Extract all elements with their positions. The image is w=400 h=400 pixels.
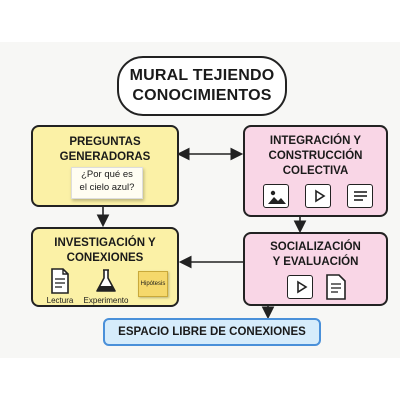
integracion-title-line-2: CONSTRUCCIÓN	[268, 150, 363, 162]
espacio-libre-conexiones: ESPACIO LIBRE DE CONEXIONES	[103, 318, 321, 346]
card-preguntas-generadoras: PREGUNTAS GENERADORAS ¿Por qué es el cie…	[31, 125, 179, 207]
experimento-label: Experimento	[83, 296, 129, 305]
preguntas-title-line-1: PREGUNTAS	[69, 136, 141, 148]
play-icon	[287, 275, 313, 299]
play-icon	[305, 184, 331, 208]
investigacion-title-line-2: CONEXIONES	[66, 252, 144, 264]
integracion-title-line-1: INTEGRACIÓN Y	[269, 135, 362, 147]
image-icon	[263, 184, 289, 208]
question-note: ¿Por qué es el cielo azul?	[71, 167, 143, 199]
question-note-line-2: el cielo azul?	[79, 182, 135, 193]
hipotesis-label: Hipótesis	[140, 281, 166, 287]
question-note-line-1: ¿Por qué es	[81, 169, 133, 180]
document-icon	[51, 268, 69, 294]
hipotesis-sticky-note: Hipótesis	[138, 271, 168, 297]
preguntas-title-line-2: GENERADORAS	[59, 151, 151, 163]
title-line-1: MURAL TEJIENDO	[129, 67, 275, 84]
investigacion-title-line-1: INVESTIGACIÓN Y	[54, 237, 156, 249]
document-icon	[326, 274, 346, 300]
flask-icon	[96, 269, 116, 292]
text-lines-icon	[347, 184, 373, 208]
card-investigacion-conexiones: INVESTIGACIÓN Y CONEXIONES Lectura Exper…	[31, 227, 179, 307]
card-integracion-construccion: INTEGRACIÓN Y CONSTRUCCIÓN COLECTIVA	[243, 125, 388, 217]
socializacion-title-line-1: SOCIALIZACIÓN	[270, 241, 361, 253]
espacio-libre-label: ESPACIO LIBRE DE CONEXIONES	[118, 326, 306, 338]
lectura-label: Lectura	[46, 296, 74, 305]
socializacion-title-line-2: Y EVALUACIÓN	[272, 256, 359, 268]
card-socializacion-evaluacion: SOCIALIZACIÓN Y EVALUACIÓN	[243, 232, 388, 306]
integracion-title-line-3: COLECTIVA	[282, 165, 349, 177]
mural-title: MURAL TEJIENDO CONOCIMIENTOS	[117, 56, 287, 116]
title-line-2: CONOCIMIENTOS	[132, 87, 272, 104]
